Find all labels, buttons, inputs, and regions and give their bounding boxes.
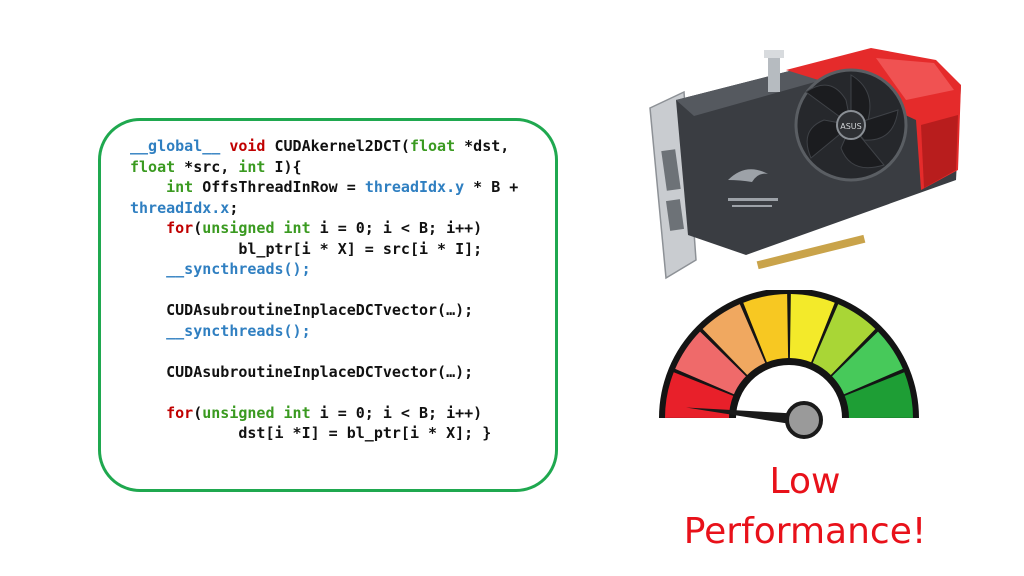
code-line: dst[i *I] = bl_ptr[i * X]; } xyxy=(130,423,518,444)
code-panel xyxy=(98,118,558,492)
code-token xyxy=(130,404,166,422)
code-token: void xyxy=(229,137,266,155)
code-token: i = 0; i < B; i++) xyxy=(310,219,483,237)
code-line: for(unsigned int i = 0; i < B; i++) xyxy=(130,218,518,239)
code-token: i = 0; i < B; i++) xyxy=(310,403,483,422)
code-token: int xyxy=(166,178,194,196)
code-token: float xyxy=(130,157,176,176)
code-line: threadIdx.x; xyxy=(130,198,518,219)
caption-performance: Performance! xyxy=(683,511,927,552)
code-line: int OffsThreadInRow = threadIdx.y * B + xyxy=(130,177,518,198)
code-token: int xyxy=(283,403,311,422)
gauge-segment xyxy=(844,372,913,418)
code-token: for xyxy=(166,403,194,422)
performance-gauge xyxy=(659,290,919,439)
code-token xyxy=(275,404,284,422)
gauge-segment xyxy=(832,331,903,395)
code-token: CUDAsubroutineInplaceDCTvector(…); xyxy=(130,362,474,381)
code-token xyxy=(220,137,229,155)
code-token: OffsThreadInRow = xyxy=(193,178,365,196)
code-token: int xyxy=(238,157,266,176)
code-token xyxy=(130,322,166,340)
code-line xyxy=(130,382,518,403)
code-line xyxy=(130,341,518,362)
code-token: threadIdx.y xyxy=(364,178,465,196)
code-token xyxy=(130,219,166,237)
gauge-segment xyxy=(743,294,789,363)
gpu-brand-text: ASUS xyxy=(840,122,861,131)
code-line: __syncthreads(); xyxy=(130,259,518,280)
code-token: *dst, xyxy=(455,137,510,155)
code-line: bl_ptr[i * X] = src[i * I]; xyxy=(130,239,518,260)
gauge-hub xyxy=(785,401,823,439)
code-token: __syncthreads(); xyxy=(166,321,311,340)
code-token: ( xyxy=(193,403,203,422)
code-token: unsigned xyxy=(202,219,275,237)
gauge-needle-pointer xyxy=(686,407,806,426)
gauge-needle-icon xyxy=(686,401,823,439)
code-token: for xyxy=(166,219,194,237)
code-token: __syncthreads(); xyxy=(166,260,311,278)
code-token: unsigned xyxy=(202,403,275,422)
code-token: bl_ptr[i * X] = src[i * I]; xyxy=(130,239,483,258)
gauge-segment xyxy=(812,304,876,375)
code-token: CUDAsubroutineInplaceDCTvector(…); xyxy=(130,301,474,319)
code-token: float xyxy=(409,137,456,155)
gauge-segment xyxy=(665,372,734,418)
gauge-segment xyxy=(675,331,746,395)
code-line: __syncthreads(); xyxy=(130,321,518,342)
code-token: *src, xyxy=(175,157,239,176)
code-line: CUDAsubroutineInplaceDCTvector(…); xyxy=(130,362,518,383)
code-token xyxy=(275,219,284,237)
code-token: I){ xyxy=(265,157,302,176)
code-line xyxy=(130,280,518,301)
code-token: threadIdx.x xyxy=(130,198,230,217)
caption-low: Low xyxy=(769,461,841,502)
code-token: __global__ xyxy=(130,137,221,155)
code-line: CUDAsubroutineInplaceDCTvector(…); xyxy=(130,300,518,321)
code-token: dst[i *I] = bl_ptr[i * X]; } xyxy=(130,424,492,442)
code-token: int xyxy=(283,219,311,237)
code-token: CUDAkernel2DCT( xyxy=(265,137,410,155)
code-token xyxy=(130,178,166,196)
gauge-segment xyxy=(789,294,835,363)
code-token xyxy=(130,260,166,278)
code-line: float *src, int I){ xyxy=(130,157,518,178)
code-block: __global__ void CUDAkernel2DCT(float *ds… xyxy=(130,136,518,444)
graphics-card-image: ASUS xyxy=(649,48,961,280)
code-line: for(unsigned int i = 0; i < B; i++) xyxy=(130,403,518,424)
code-token: ( xyxy=(193,219,203,237)
code-line: __global__ void CUDAkernel2DCT(float *ds… xyxy=(130,136,518,157)
code-token: * B + xyxy=(464,178,519,196)
gauge-segment xyxy=(702,304,766,375)
code-token: ; xyxy=(229,198,239,217)
